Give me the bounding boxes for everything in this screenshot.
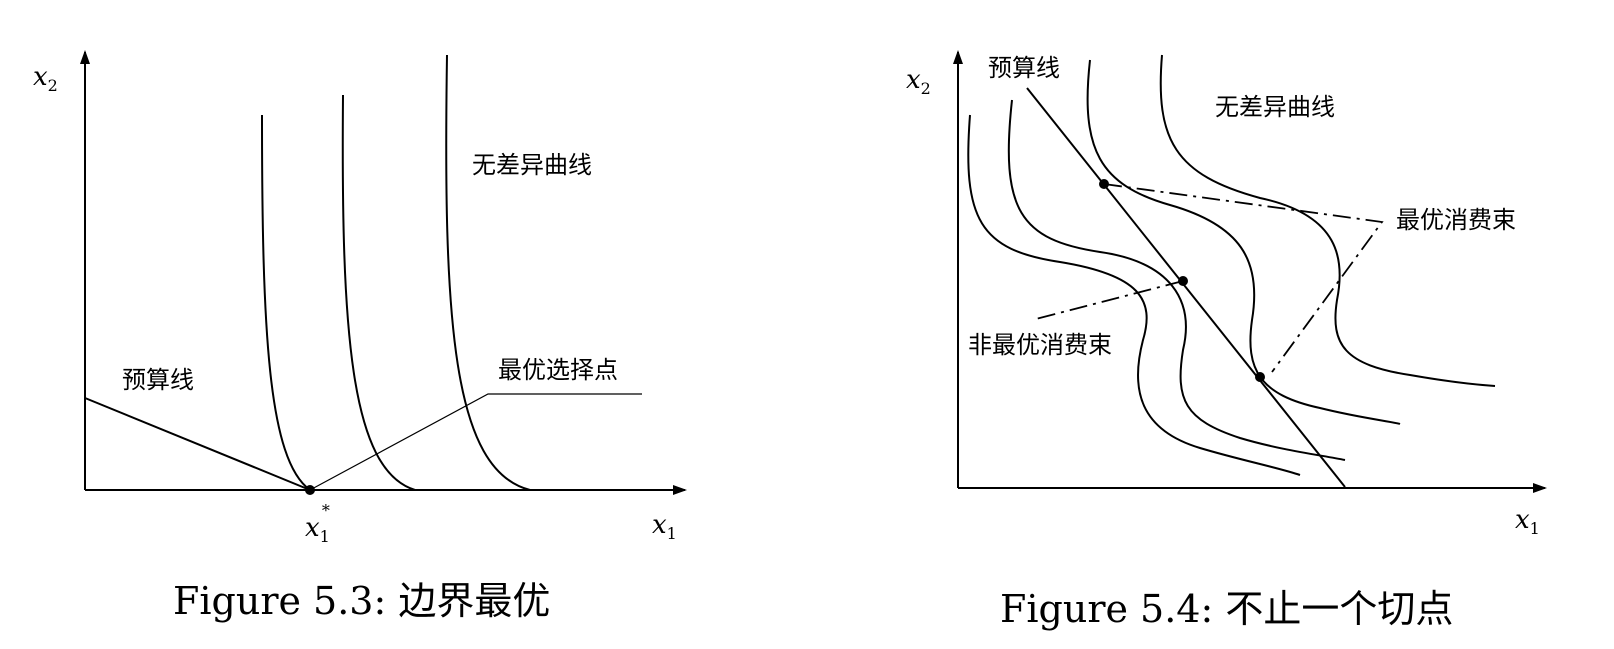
right-indifference-curve-4 [1159,54,1496,387]
left-budget-line [84,397,311,491]
right-nonoptimal-leader [1031,280,1184,321]
left-y-axis-label: x2 [33,62,58,95]
right-y-axis-label: x2 [906,65,931,98]
right-caption: Figure 5.4: 不止一个切点 [1000,587,1453,631]
figure-5-4: x2 x1 预算线 无差异曲线 最优消费束 非最优消费束 Figure 5.4:… [906,50,1547,631]
right-optimal-leader [1103,183,1384,373]
right-optimal-point-lower [1255,372,1265,382]
right-curves-label: 无差异曲线 [1215,93,1335,121]
right-optimal-label: 最优消费束 [1396,206,1516,234]
left-indifference-curve-2 [341,94,416,491]
left-indifference-curve-1 [261,114,311,491]
left-optimal-label: 最优选择点 [498,356,618,384]
figure-5-3: x2 x1 预算线 无差异曲线 最优选择点 x1* Figure 5.3: 边界… [33,50,687,623]
left-curves-label: 无差异曲线 [472,151,592,179]
right-indifference-curve-2 [1007,99,1346,461]
left-x-axis-label: x1 [652,510,677,543]
right-x-axis-label: x1 [1515,505,1540,538]
left-caption: Figure 5.3: 边界最优 [173,579,550,623]
right-budget-label: 预算线 [988,54,1060,82]
left-indifference-curve-3 [445,54,531,491]
right-indifference-curve-1 [967,114,1301,476]
right-budget-line [1026,87,1346,488]
left-point-label: x1* [305,501,330,546]
right-nonoptimal-label: 非最优消费束 [968,331,1112,359]
left-optimal-leader [309,393,642,491]
left-budget-label: 预算线 [122,366,194,394]
right-indifference-curve-3 [1086,59,1401,425]
